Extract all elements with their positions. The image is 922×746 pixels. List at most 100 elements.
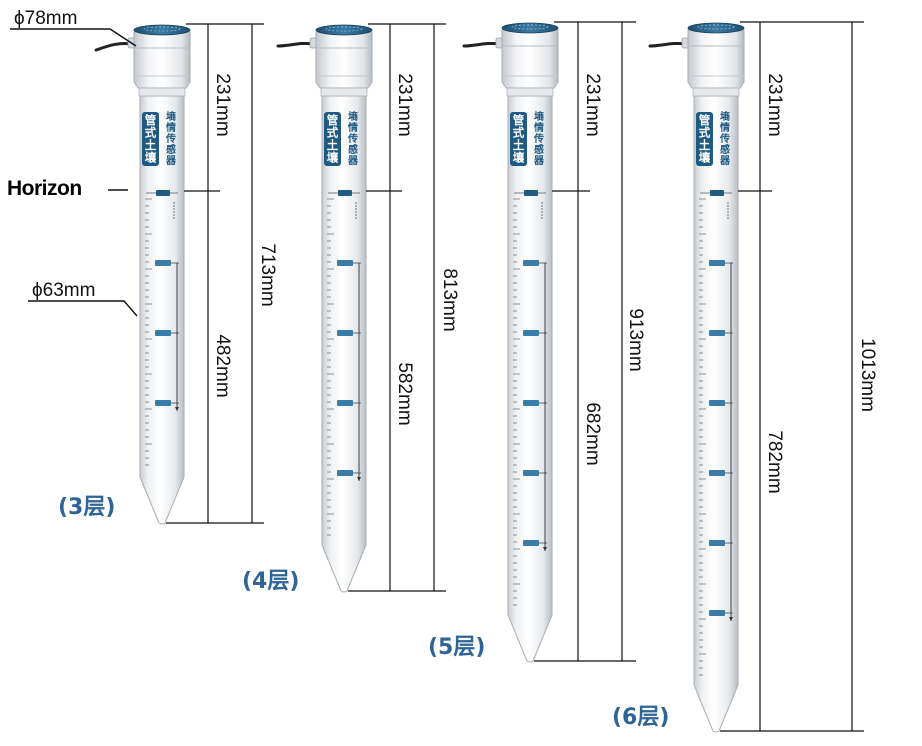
- layer-marker: [709, 400, 725, 406]
- badge-side-char: 器: [165, 155, 177, 167]
- layer-marker: [709, 330, 725, 336]
- badge-side-char: 器: [719, 155, 731, 167]
- body-length-label: 682mm: [582, 402, 603, 465]
- layer-marker: [523, 400, 539, 406]
- horizon-annotation: Horizon: [7, 177, 128, 200]
- total-length-label: 913mm: [625, 308, 646, 371]
- body-diameter-label: ϕ63mm: [32, 280, 95, 301]
- badge-side-char: 传: [533, 132, 544, 145]
- layer-marker: [709, 470, 725, 476]
- sensor-head: [315, 31, 373, 89]
- sensor-neck: [138, 87, 186, 97]
- sensor-head: [501, 29, 559, 89]
- badge-side-char: 墒: [166, 110, 176, 123]
- layer-marker: [337, 330, 353, 336]
- dimension-lines-3: 231mm 682mm 913mm: [534, 21, 646, 662]
- badge-side-char: 传: [347, 132, 358, 145]
- sensor-neck: [692, 87, 740, 97]
- layer-marker: [709, 610, 725, 616]
- badge-char: 土: [145, 138, 157, 152]
- head-length-label: 231mm: [582, 73, 603, 136]
- layer-marker: [523, 540, 539, 546]
- total-length-label: 813mm: [439, 268, 460, 331]
- badge-char: 式: [699, 126, 711, 140]
- layer-count-label: (6层): [612, 705, 669, 730]
- sensor-neck: [320, 87, 368, 97]
- sensor-cap: [315, 24, 373, 36]
- body-length-label: 782mm: [764, 430, 785, 493]
- layer-count-label: (4层): [242, 569, 299, 594]
- badge-char: 式: [327, 126, 339, 140]
- product-badge: [324, 112, 341, 166]
- product-badge: [696, 112, 713, 166]
- layer-marker: [155, 260, 171, 266]
- badge-side-char: 墒: [720, 110, 730, 123]
- badge-side-char: 情: [720, 121, 730, 134]
- sensor-cable: [462, 41, 502, 48]
- sensor-head: [133, 31, 191, 89]
- body-diameter-annotation: ϕ63mm: [28, 280, 138, 317]
- badge-side-char: 感: [720, 143, 730, 156]
- badge-char: 壤: [513, 151, 525, 165]
- body-length-label: 482mm: [212, 334, 233, 397]
- sensor-body: [139, 95, 185, 525]
- sensor-cap: [133, 24, 191, 36]
- badge-side-char: 传: [719, 132, 730, 145]
- badge-side-char: 器: [533, 155, 545, 167]
- badge-char: 管: [699, 113, 711, 127]
- sensor-cable: [276, 41, 316, 48]
- sensor-body: [321, 95, 367, 593]
- badge-side-char: 器: [347, 155, 359, 167]
- badge-char: 管: [145, 113, 157, 127]
- badge-char: 式: [145, 126, 157, 140]
- product-badge: [510, 112, 527, 166]
- badge-side-char: 情: [534, 121, 544, 134]
- layer-marker: [709, 540, 725, 546]
- badge-side-char: 情: [166, 121, 176, 134]
- total-length-label: 1013mm: [857, 338, 878, 412]
- sensor-cap: [501, 22, 559, 34]
- layer-marker: [155, 330, 171, 336]
- badge-char: 壤: [327, 151, 339, 165]
- layer-marker: [337, 260, 353, 266]
- badge-char: 壤: [699, 151, 711, 165]
- badge-char: 壤: [145, 151, 157, 165]
- layer-count-label: (5层): [428, 635, 485, 660]
- badge-side-char: 墒: [534, 110, 544, 123]
- sensor-body: [693, 95, 739, 733]
- horizon-marker: [156, 190, 170, 196]
- horizon-marker: [338, 190, 352, 196]
- top-diameter-label: ϕ78mm: [14, 8, 77, 29]
- head-length-label: 231mm: [764, 73, 785, 136]
- horizon-marker: [710, 190, 724, 196]
- sensor-head: [687, 29, 745, 89]
- layer-marker: [337, 400, 353, 406]
- sensor-cable: [648, 41, 688, 48]
- badge-char: 管: [327, 113, 339, 127]
- product-badge: [142, 112, 159, 166]
- badge-side-char: 墒: [348, 110, 358, 123]
- badge-char: 土: [699, 138, 711, 152]
- badge-char: 土: [327, 138, 339, 152]
- layer-marker: [155, 400, 171, 406]
- badge-side-char: 感: [166, 143, 176, 156]
- badge-side-char: 情: [348, 121, 358, 134]
- horizon-label: Horizon: [7, 177, 82, 200]
- layer-marker: [709, 260, 725, 266]
- sensor-cap: [687, 22, 745, 34]
- layer-marker: [523, 470, 539, 476]
- total-length-label: 713mm: [257, 243, 278, 306]
- top-diameter-annotation: ϕ78mm: [10, 8, 137, 47]
- layer-marker: [337, 470, 353, 476]
- layer-marker: [523, 330, 539, 336]
- layer-marker: [523, 260, 539, 266]
- sensor-cable: [94, 42, 134, 52]
- badge-char: 土: [513, 138, 525, 152]
